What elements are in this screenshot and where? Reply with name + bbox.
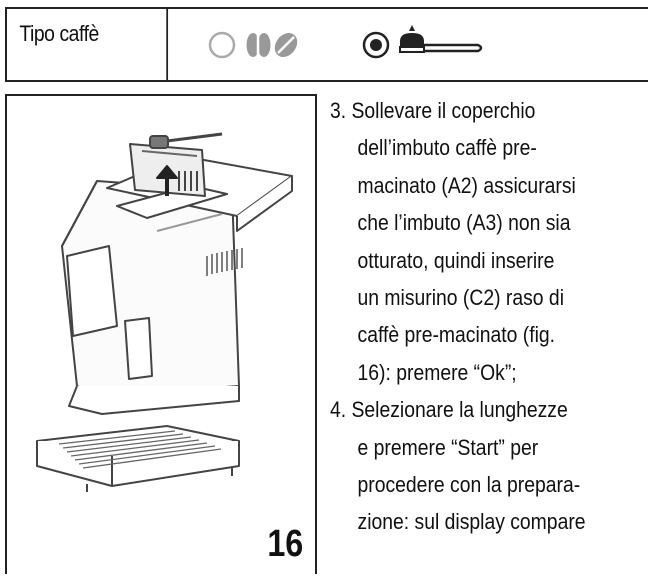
step-line: caffè pre-macinato (fig. [357,322,556,348]
step-4: 4. Selezionare la lunghezze e premere “S… [330,391,648,541]
step-line: che l’imbuto (A3) non sia [357,210,571,236]
step-3: 3. Sollevare il coperchio dell’imbuto ca… [330,92,648,391]
coffee-beans-icon [246,33,298,57]
figure-box: 16 [5,94,317,574]
step-line: e premere “Start” per [357,434,539,460]
measuring-scoop-icon [399,25,483,53]
step-line: macinato (A2) assicurarsi [357,172,576,198]
step-line: dell’imbuto caffè pre- [357,135,537,161]
radio-selected-icon [362,31,390,59]
step-line: otturato, quindi inserire [357,247,555,273]
option-pre-ground[interactable] [360,23,520,67]
coffee-type-row: Tipo caffè [5,7,648,82]
step-line: zione: sul display compare [357,509,586,535]
step-line: 16): premere “Ok”; [357,359,517,385]
instruction-steps: 3. Sollevare il coperchio dell’imbuto ca… [330,92,648,541]
coffee-type-options [190,9,648,80]
step-line: un misurino (C2) raso di [357,285,565,311]
figure-number: 16 [267,523,303,565]
radio-unselected-icon [208,31,236,59]
step-line: 3. Sollevare il coperchio [330,98,536,123]
step-line: procedere con la prepara- [357,472,581,498]
step-line: 4. Selezionare la lunghezze [330,397,568,423]
option-beans[interactable] [206,27,316,63]
coffee-machine-illustration [36,132,293,492]
coffee-type-label: Tipo caffè [7,9,169,80]
